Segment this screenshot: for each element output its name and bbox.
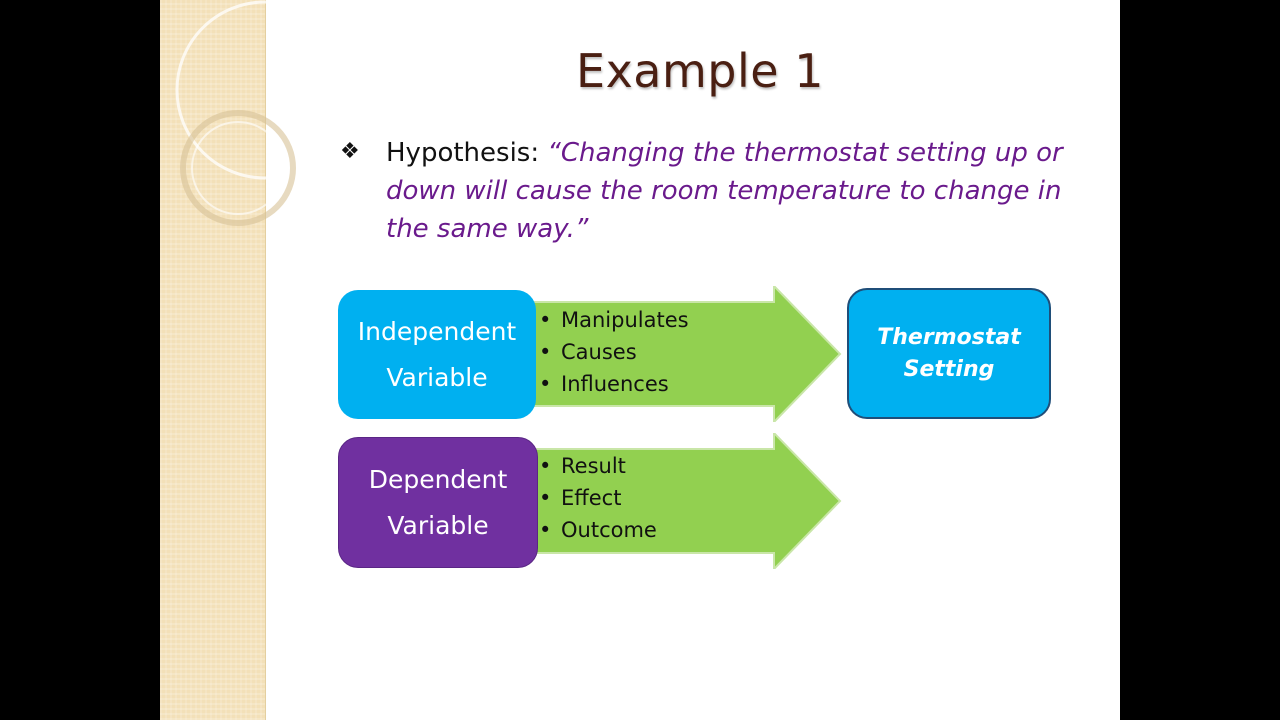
independent-arrow [530, 286, 842, 422]
slide-title: Example 1 [576, 44, 824, 98]
example-box-line1: Thermostat [877, 324, 1021, 350]
list-item: •Result [539, 454, 626, 478]
independent-label-line1: Independent [357, 316, 517, 346]
dependent-list: •Result •Effect •Outcome [539, 450, 657, 546]
slide: Example 1 ❖ Hypothesis: “Changing the th… [160, 0, 1120, 720]
dependent-label-line2: Variable [387, 510, 489, 540]
hypothesis-text: Hypothesis: “Changing the thermostat set… [386, 134, 1066, 248]
list-item: •Influences [539, 372, 669, 396]
list-item: •Outcome [539, 518, 657, 542]
list-item: •Effect [539, 486, 622, 510]
diamond-bullet-icon: ❖ [340, 139, 360, 164]
example-box-line2: Setting [903, 356, 995, 382]
decorative-side-band [160, 0, 266, 720]
hypothesis-quote: “Changing the thermostat setting up or d… [386, 138, 1063, 244]
dependent-label-line1: Dependent [368, 464, 508, 494]
hypothesis-label: Hypothesis: [386, 138, 548, 168]
list-item: •Manipulates [539, 308, 689, 332]
independent-list: •Manipulates •Causes •Influences [539, 304, 689, 400]
independent-label-line2: Variable [386, 362, 488, 392]
list-item: •Causes [539, 340, 637, 364]
dependent-arrow [530, 433, 842, 569]
